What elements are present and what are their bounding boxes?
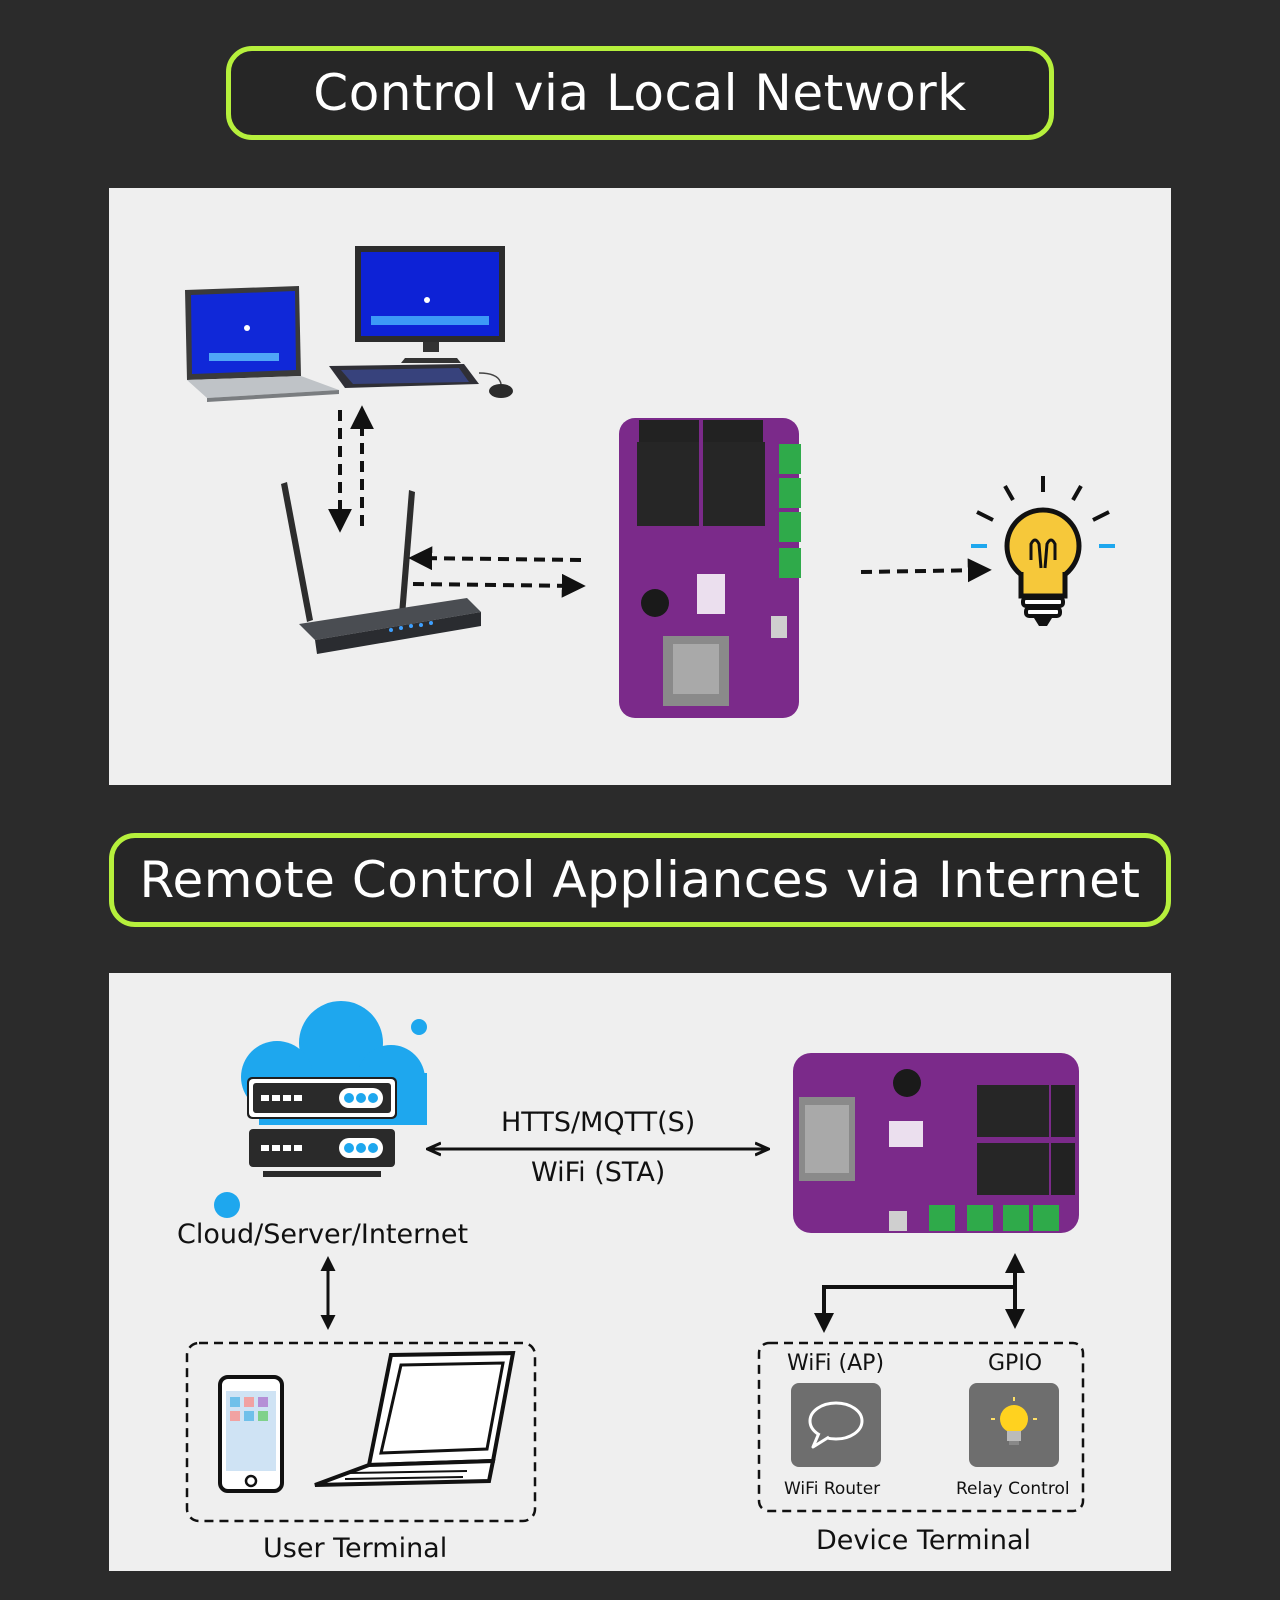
user-terminal-label: User Terminal [263, 1533, 448, 1564]
smartphone-icon [218, 1375, 284, 1493]
device-terminal-label: Device Terminal [816, 1525, 1032, 1556]
gpio-label: GPIO [988, 1351, 1043, 1376]
cloud-server-icon [214, 1001, 427, 1218]
laptop-icon [185, 286, 339, 402]
remote-control-title-banner: Remote Control Appliances via Internet [109, 833, 1171, 927]
wifi-ap-label: WiFi (AP) [787, 1351, 885, 1376]
light-bulb-icon [971, 476, 1115, 626]
wifi-router-icon [281, 482, 481, 654]
cloud-server-label: Cloud/Server/Internet [177, 1219, 469, 1250]
user-terminal-box [185, 1341, 537, 1523]
wifi-router-chat-icon [791, 1383, 881, 1467]
local-network-panel [109, 188, 1171, 785]
desktop-computer-icon [329, 246, 513, 398]
laptop-outline-icon [314, 1350, 516, 1487]
relay-board-horizontal-icon [793, 1053, 1079, 1233]
protocol-label: HTTS/MQTT(S) [501, 1107, 696, 1138]
device-terminal-box [757, 1341, 1085, 1513]
remote-control-title: Remote Control Appliances via Internet [139, 851, 1141, 909]
relay-board-icon [619, 418, 801, 718]
remote-internet-panel: Cloud/Server/Internet HTTS/MQTT(S) WiFi … [109, 973, 1171, 1571]
relay-control-label: Relay Control [956, 1479, 1070, 1499]
wifi-sta-label: WiFi (STA) [531, 1157, 666, 1188]
local-network-title: Control via Local Network [313, 64, 967, 122]
local-network-title-banner: Control via Local Network [226, 46, 1054, 140]
wifi-router-label: WiFi Router [784, 1479, 881, 1499]
relay-control-bulb-icon [969, 1383, 1059, 1467]
